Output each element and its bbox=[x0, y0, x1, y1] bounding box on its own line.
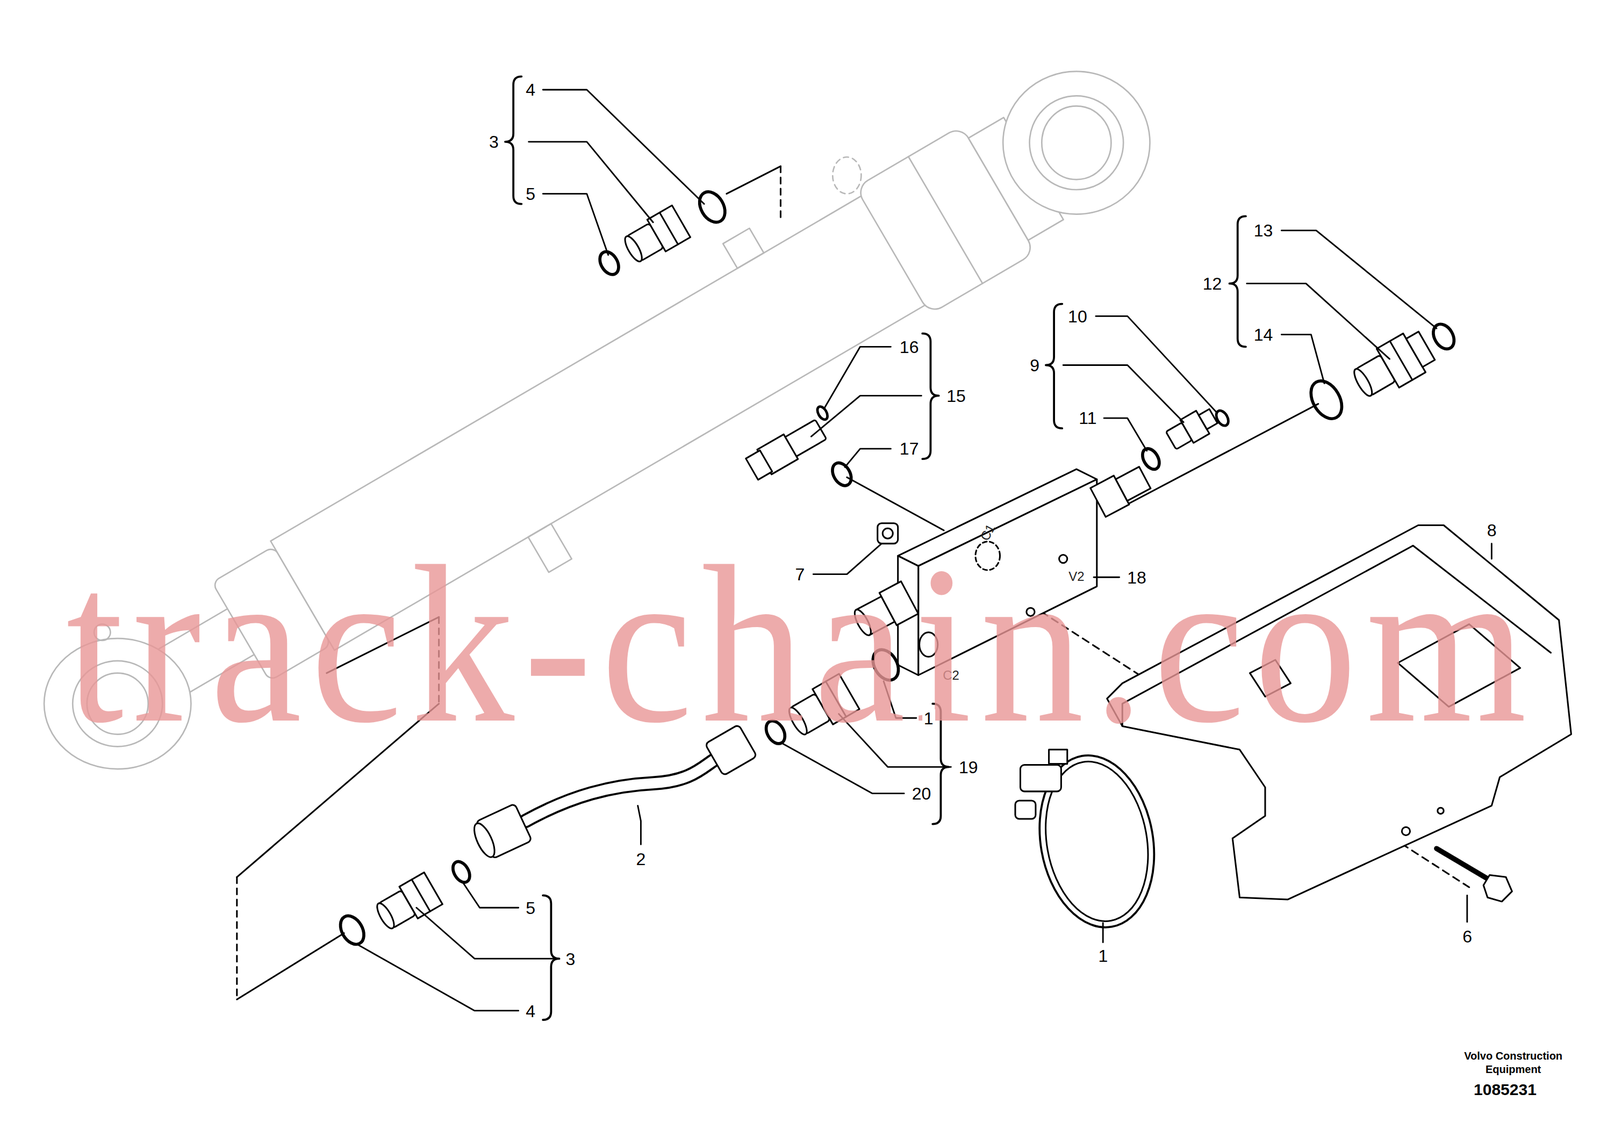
callout-number: 11 bbox=[1077, 409, 1099, 428]
drawing-number: 1085231 bbox=[1473, 1081, 1537, 1099]
callout-number: 9 bbox=[1028, 356, 1042, 375]
callout-number: 4 bbox=[524, 1002, 537, 1021]
callout-number: 18 bbox=[1125, 568, 1149, 587]
callout-number: 10 bbox=[1066, 307, 1089, 326]
callout-number: 14 bbox=[1252, 325, 1275, 344]
callout-number: 17 bbox=[898, 439, 921, 458]
callout-number: 20 bbox=[910, 784, 934, 803]
callout-number: 12 bbox=[1201, 274, 1224, 293]
callout-number: 8 bbox=[1485, 521, 1499, 540]
callout-number: 7 bbox=[793, 565, 807, 584]
callout-number: 3 bbox=[487, 132, 501, 152]
callout-number: 13 bbox=[1252, 221, 1275, 240]
callout-number: 16 bbox=[898, 338, 921, 357]
brand-name: Volvo Construction Equipment bbox=[1451, 1049, 1576, 1077]
callout-number: 5 bbox=[524, 899, 537, 918]
callout-number: 6 bbox=[1460, 927, 1474, 946]
hose-clamp bbox=[1015, 746, 1168, 937]
callout-number: 3 bbox=[563, 950, 577, 969]
callout-number: 19 bbox=[957, 758, 980, 777]
callout-number: 1 bbox=[922, 709, 936, 728]
callout-number: 4 bbox=[524, 80, 537, 99]
callout-number: 2 bbox=[634, 850, 648, 869]
callout-number: 1 bbox=[1096, 946, 1110, 966]
callout-number: 5 bbox=[524, 184, 537, 204]
callout-number: 15 bbox=[944, 386, 968, 406]
